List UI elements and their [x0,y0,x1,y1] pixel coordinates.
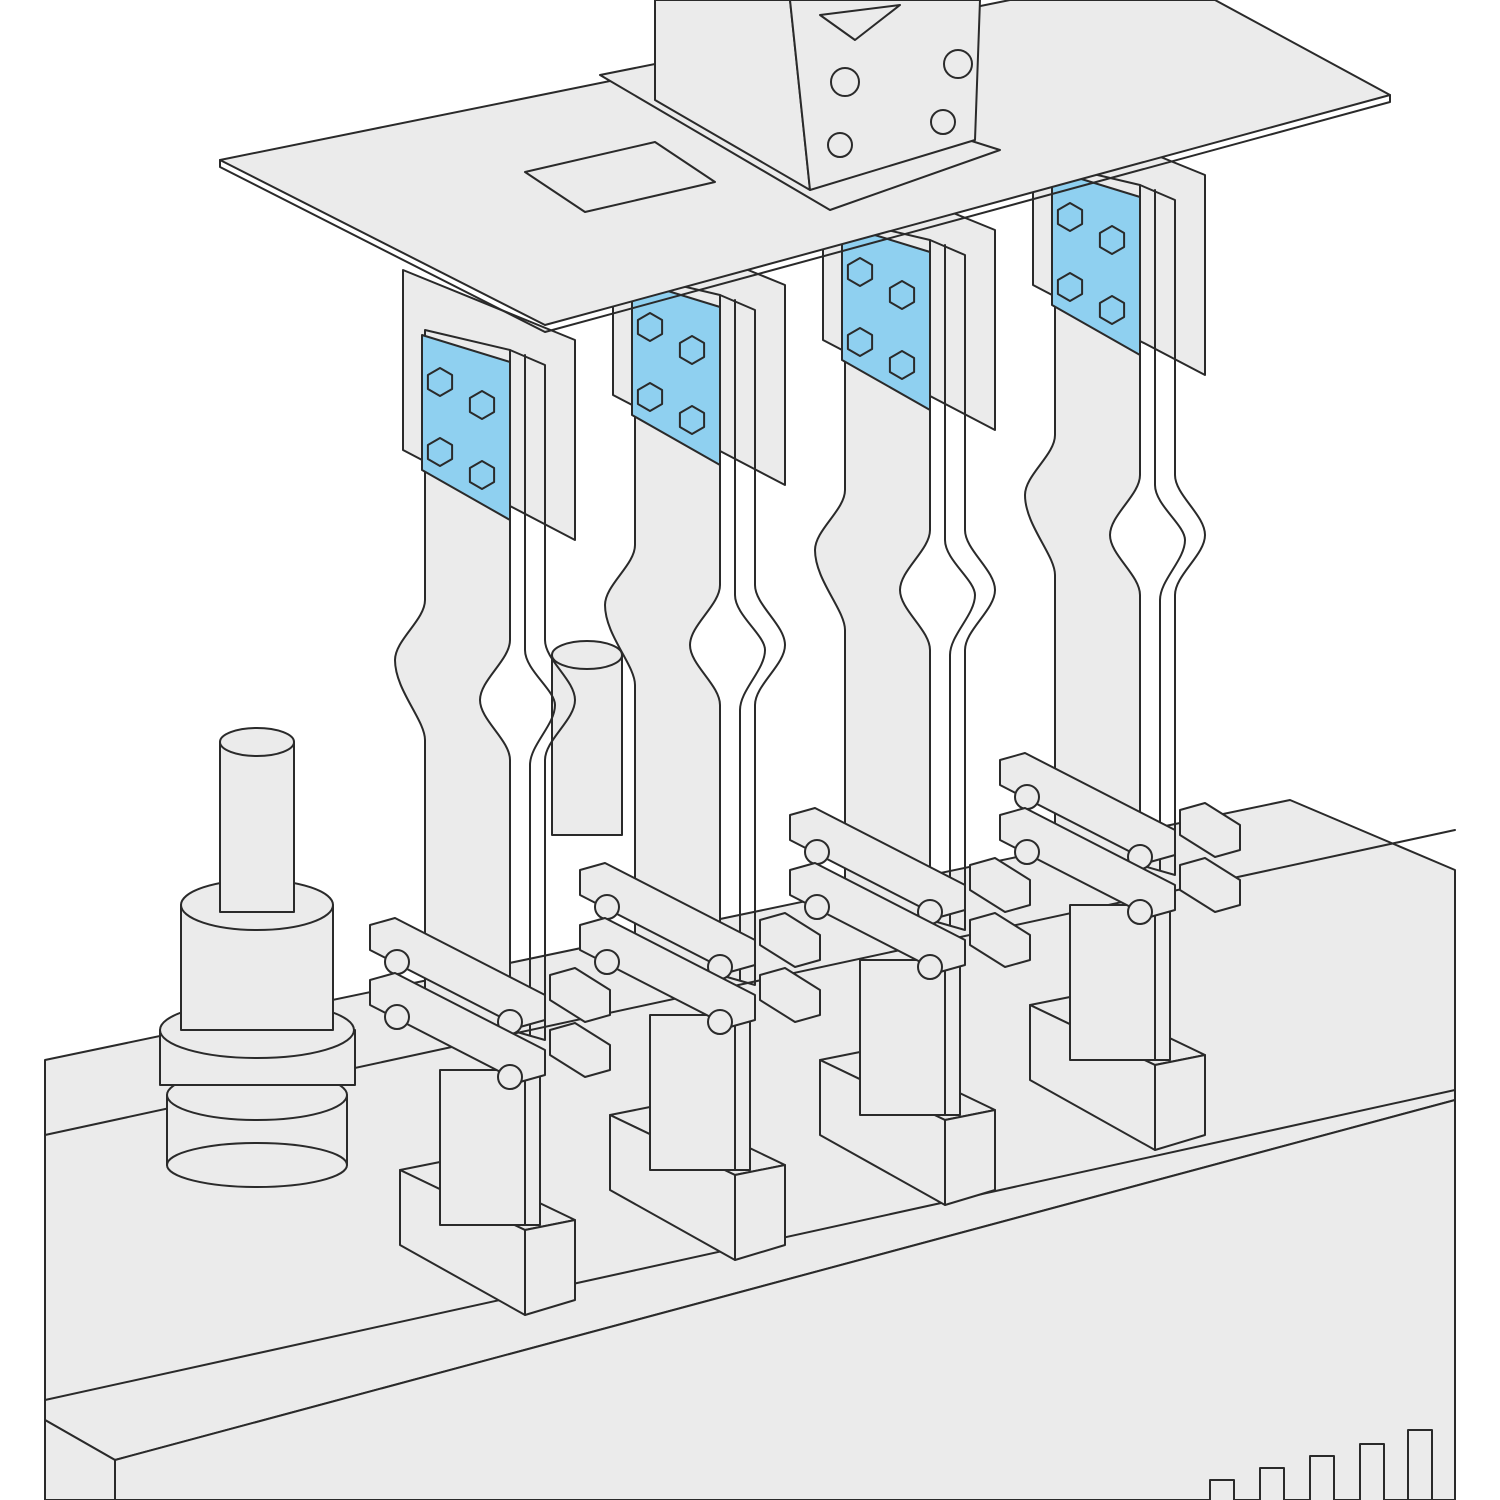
busbar-clamp [789,862,966,973]
hex-bolt-icon [1056,202,1084,232]
pedestal-side [1154,1054,1206,1151]
busbar-lamination-line [734,299,766,981]
cooling-fins [1209,1429,1433,1500]
hex-bolt-icon [636,312,664,342]
clamp-end [759,912,821,968]
busbar-clamp [579,917,756,1028]
phase-assembly-4 [999,104,1241,1151]
mechanism-cutout [819,4,901,41]
busbar-lamination-line [1154,189,1186,871]
clamp-bolt [1127,899,1153,925]
clamp-end [1179,802,1241,858]
tank-left-face [44,1419,116,1500]
busbar-laminations [1139,184,1206,876]
bushing-back [551,654,623,836]
terminal-bar-edge [1154,904,1171,1061]
busbar-clamp [369,972,546,1083]
bushing-stem [219,741,295,913]
busbar-lamination-line [524,354,556,1036]
pedestal-side [524,1219,576,1316]
clamp-bolt [707,1009,733,1035]
breaker-mechanism [599,0,1001,211]
busbar-phases [369,104,1241,1316]
phase-assembly-3 [789,159,1031,1206]
hex-bolt-icon [678,335,706,365]
lv-bushing [159,640,623,1188]
pedestal-side [734,1164,786,1261]
hex-bolt-icon [426,367,454,397]
terminal-bar [1069,904,1156,1061]
clamp-bolt [384,949,410,975]
busbar-lamination-line [944,244,976,926]
clamp-bolt [804,839,830,865]
clamp-bolt [384,1004,410,1030]
mechanism-hole [830,67,860,97]
terminal-bar-edge [524,1069,541,1226]
hex-bolt-icon [678,405,706,435]
bushing-back-top [551,640,623,670]
bushing-stem-top [219,727,295,757]
hex-bolt-icon [1098,225,1126,255]
busbar-clamp [789,807,966,918]
terminal-bar-edge [944,959,961,1116]
clamp-end [969,912,1031,968]
busbar-clamp [999,752,1176,863]
hex-bolt-icon [1056,272,1084,302]
terminal-bar [859,959,946,1116]
busbar-clamp [999,807,1176,918]
hex-bolt-icon [636,382,664,412]
mounting-plate [219,0,1391,333]
clamp-end [549,967,611,1023]
mechanism-hole [943,49,973,79]
clamp-bolt [917,954,943,980]
clamp-end [969,857,1031,913]
hex-bolt-icon [468,460,496,490]
clamp-end [549,1022,611,1078]
terminal-bar [649,1014,736,1171]
clamp-end [759,967,821,1023]
hex-bolt-icon [846,327,874,357]
hex-bolt-icon [846,257,874,287]
plate-cutout [524,141,716,213]
hex-bolt-icon [1098,295,1126,325]
hex-bolt-icon [468,390,496,420]
clamp-end [1179,857,1241,913]
clamp-bolt [594,894,620,920]
busbar-clamp [369,917,546,1028]
clamp-bolt [497,1064,523,1090]
terminal-bar-edge [734,1014,751,1171]
hex-bolt-icon [426,437,454,467]
mechanism-hole [930,109,956,135]
busbar-laminations [719,294,786,986]
mechanism-hole [827,132,853,158]
hex-bolt-icon [888,350,916,380]
busbar-laminations [929,239,996,931]
clamp-bolt [594,949,620,975]
plate-edge [219,94,1391,333]
busbar-laminations [509,349,576,1041]
clamp-bolt [1014,839,1040,865]
hex-bolt-icon [888,280,916,310]
phase-assembly-1 [369,269,611,1316]
clamp-bolt [1014,784,1040,810]
pedestal-side [944,1109,996,1206]
busbar-clamp [579,862,756,973]
terminal-bar [439,1069,526,1226]
clamp-bolt [804,894,830,920]
bushing-skirt-bottom [166,1142,348,1188]
